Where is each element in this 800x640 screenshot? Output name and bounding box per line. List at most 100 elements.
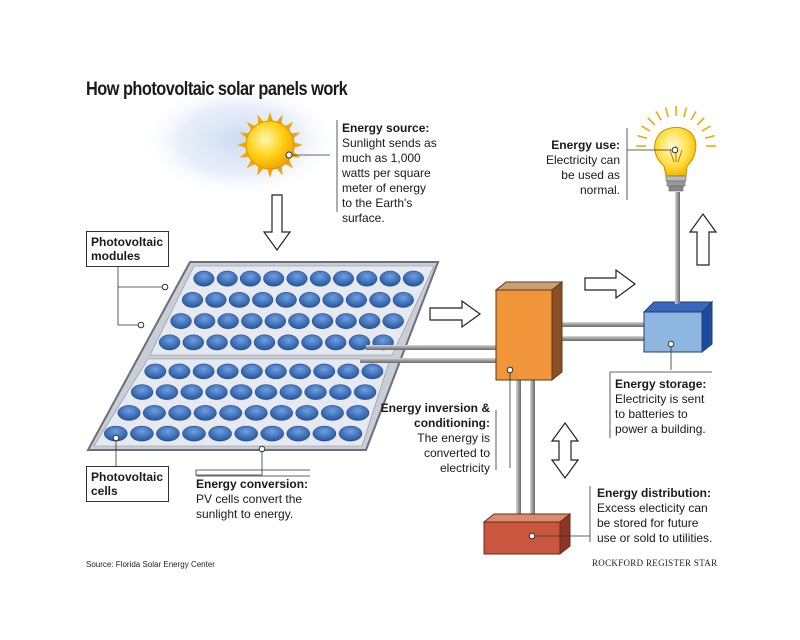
solar-cell [144, 363, 167, 380]
solar-cell [301, 334, 323, 351]
cells-callout-dot [112, 434, 120, 442]
energy-storage-line: Electricity is sent [615, 392, 705, 406]
energy-use-line: Electricity can [545, 153, 620, 167]
pipe [516, 380, 521, 518]
solar-cell [181, 292, 204, 308]
solar-cell [193, 270, 215, 287]
energy-storage-heading: Energy storage: [615, 377, 707, 391]
storage-box [642, 300, 714, 354]
solar-cell [288, 313, 310, 329]
solar-cell [244, 405, 268, 421]
solar-cell [193, 405, 217, 421]
bulb-ray [664, 107, 669, 118]
solar-cell [277, 334, 299, 351]
bulb-ray [701, 125, 711, 132]
solar-cell [217, 313, 239, 329]
cells-line: Photovoltaic [91, 470, 164, 484]
pipe [548, 336, 648, 341]
right-arrow-icon [584, 268, 637, 300]
solar-cell [358, 313, 381, 329]
pipe [360, 358, 500, 363]
solar-cell [299, 292, 321, 308]
bulb-ray [641, 125, 651, 132]
solar-cell [240, 363, 263, 380]
energy-use-label: Energy use: Electricity can be used as n… [520, 138, 620, 198]
solar-cell [289, 363, 311, 380]
energy-distribution-heading: Energy distribution: [597, 486, 711, 500]
down-arrow-icon [262, 194, 292, 252]
energy-source-line: to the Earth's [342, 196, 413, 210]
solar-cell [155, 384, 179, 400]
cells-line: cells [91, 484, 118, 498]
energy-storage-label: Energy storage: Electricity is sent to b… [615, 377, 706, 437]
distribution-callout-dot [528, 532, 536, 540]
energy-storage-line: to batteries to [615, 407, 688, 421]
solar-cell [252, 292, 274, 308]
modules-callout-dot [161, 283, 169, 291]
energy-conversion-line: PV cells convert the [196, 492, 303, 506]
solar-cell [356, 270, 378, 287]
solar-cell [206, 334, 228, 351]
solar-cell [219, 405, 243, 421]
solar-cell [180, 384, 203, 400]
energy-conversion-heading: Energy conversion: [196, 477, 309, 491]
solar-cell [170, 313, 192, 329]
distribution-box [482, 512, 572, 556]
solar-cell [345, 292, 367, 308]
sun-ray [266, 166, 274, 178]
solar-cell [325, 334, 347, 351]
sun-icon [237, 112, 303, 178]
solar-cell [353, 384, 377, 400]
energy-storage-line: power a building. [615, 422, 706, 436]
solar-cell [241, 313, 263, 329]
storage-callout-dot [667, 340, 675, 348]
modules-line: modules [91, 249, 141, 263]
solar-cell [304, 384, 327, 400]
solar-cell [286, 270, 308, 287]
solar-cell [130, 384, 154, 400]
energy-use-line: be used as [561, 168, 620, 182]
energy-inversion-label: Energy inversion & conditioning: The ene… [360, 401, 490, 476]
sun-ray [237, 141, 249, 149]
solar-cell [320, 405, 344, 421]
solar-cell [142, 405, 166, 421]
energy-conversion-line: sunlight to energy. [196, 507, 294, 521]
pipe [530, 380, 535, 518]
solar-cell [311, 313, 334, 329]
solar-cell [192, 363, 215, 380]
solar-cell [239, 270, 261, 287]
photovoltaic-modules-label: Photovoltaic modules [86, 231, 170, 267]
bulb-ray [647, 117, 656, 126]
publisher-credit: ROCKFORD REGISTER STAR [592, 558, 718, 568]
pipe [366, 345, 500, 350]
solar-cell [182, 334, 204, 351]
solar-cell [230, 384, 253, 400]
energy-inversion-line: The energy is [417, 431, 490, 445]
energy-source-line: surface. [342, 211, 385, 225]
solar-cell [205, 384, 228, 400]
right-arrow-icon [429, 299, 482, 329]
energy-source-line: meter of energy [342, 181, 427, 195]
solar-cell [369, 292, 391, 308]
energy-use-heading: Energy use: [551, 138, 620, 152]
solar-cell [348, 334, 371, 351]
energy-source-line: much as 1,000 [342, 151, 421, 165]
energy-source-label: Energy source: Sunlight sends as much as… [342, 121, 437, 226]
energy-conversion-label: Energy conversion: PV cells convert the … [196, 477, 308, 522]
solar-cell [361, 363, 384, 380]
conversion-callout-dot [258, 445, 266, 453]
solar-cell [329, 384, 352, 400]
solar-cell [313, 363, 336, 380]
solar-cell [402, 270, 424, 287]
pipe [675, 192, 680, 304]
bulb-ray [655, 111, 662, 121]
solar-cell [322, 292, 344, 308]
solar-cell [168, 363, 191, 380]
energy-distribution-label: Energy distribution: Excess electicity c… [597, 486, 712, 546]
solar-cell [382, 313, 404, 329]
solar-cell [346, 405, 370, 421]
solar-cell [260, 425, 284, 442]
inverter-callout-dot [506, 366, 514, 374]
solar-cell [309, 270, 331, 287]
